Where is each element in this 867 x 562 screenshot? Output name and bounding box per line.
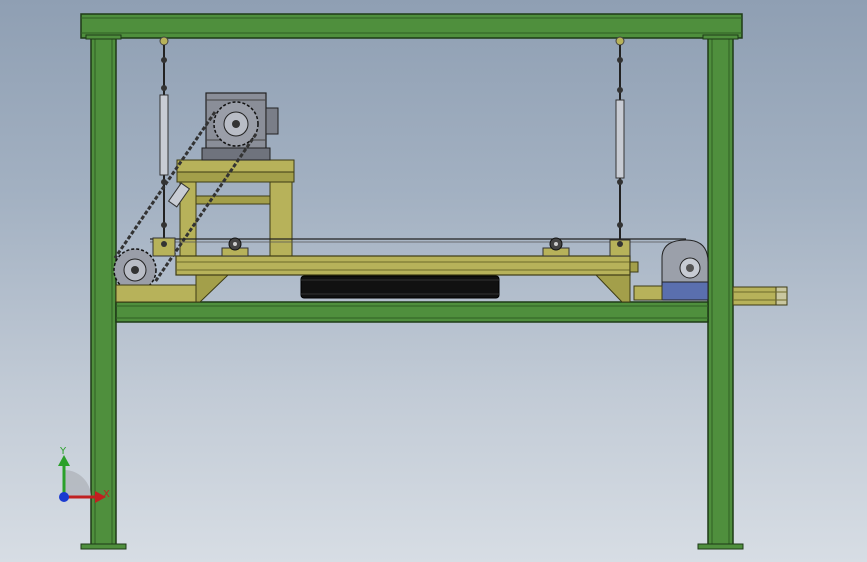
output-shaft bbox=[732, 286, 788, 306]
left-column bbox=[80, 34, 127, 550]
pillow-block-right bbox=[542, 237, 570, 257]
coordinate-triad: Y X bbox=[58, 446, 110, 503]
magnet-block bbox=[300, 275, 500, 299]
carrier-frame bbox=[175, 255, 639, 276]
x-axis-label: X bbox=[103, 489, 110, 500]
origin-dot bbox=[59, 492, 69, 502]
pillow-block-left bbox=[221, 237, 249, 257]
right-column bbox=[697, 34, 744, 550]
left-hanger bbox=[159, 36, 169, 240]
tail-pulley bbox=[633, 239, 709, 301]
hanger-bracket-left bbox=[152, 237, 176, 257]
drive-sprocket bbox=[213, 101, 259, 147]
y-axis-label: Y bbox=[59, 446, 67, 457]
driven-sprocket bbox=[113, 248, 157, 292]
top-beam bbox=[80, 13, 743, 39]
drive-chain bbox=[113, 111, 258, 283]
lower-beam bbox=[115, 301, 709, 323]
hanger-bracket-right bbox=[609, 239, 631, 257]
right-hanger bbox=[615, 36, 625, 240]
